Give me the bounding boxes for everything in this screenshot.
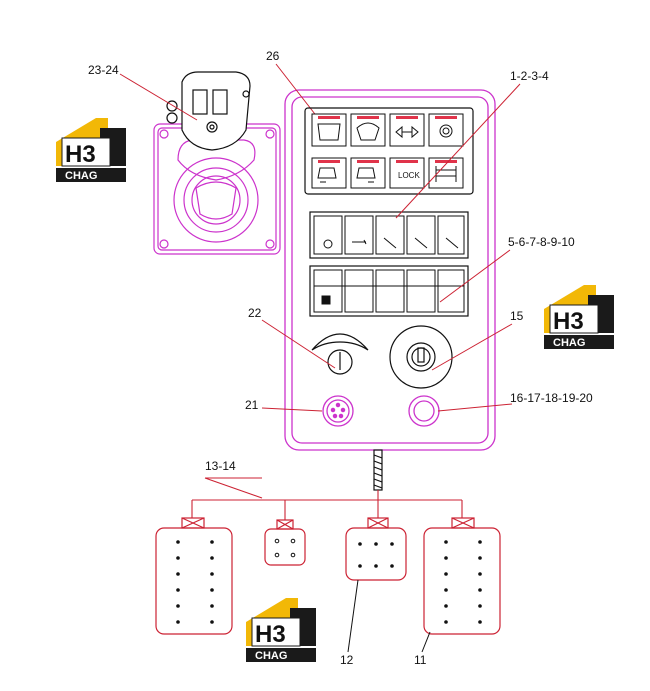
tool-icon-1 (383, 237, 397, 249)
svg-text:CHAG: CHAG (255, 650, 287, 662)
connector-small (264, 519, 306, 566)
label-joystick: 23-24 (88, 63, 119, 77)
label-mid-switches: 5-6-7-8-9-10 (508, 235, 575, 249)
svg-text:H3: H3 (65, 141, 96, 168)
connector-medium (345, 517, 407, 581)
label-connector-a: 12 (340, 653, 354, 667)
connector-pins (176, 540, 482, 624)
label-top-switches: 1-2-3-4 (510, 69, 549, 83)
svg-text:H3: H3 (255, 621, 286, 648)
wiper-rear-icon (356, 122, 380, 141)
leader-joystick (119, 73, 198, 121)
lock-key-label: LOCK (398, 171, 420, 180)
top-switch-frame (304, 107, 474, 195)
joystick-handle (166, 71, 251, 151)
tool-icon-3 (445, 237, 459, 249)
label-dial: 22 (248, 306, 262, 320)
seat-icon (321, 295, 331, 305)
brand-logo-right: H3 CHAG (544, 285, 614, 349)
leader-buttons (437, 403, 513, 412)
work-light-icon (352, 239, 367, 245)
connector-small-pins (274, 538, 296, 558)
ignition-switch (389, 325, 453, 389)
mid-switch-row-1 (313, 215, 465, 255)
leader-panel (275, 63, 319, 119)
svg-text:CHAG: CHAG (65, 170, 97, 182)
label-ignition: 15 (510, 309, 524, 323)
connector-left-large (155, 517, 233, 635)
label-harness: 13-14 (205, 459, 236, 473)
leader-dial (261, 319, 336, 369)
cable (373, 449, 383, 491)
horn-icon (323, 239, 333, 249)
tool-icon-2 (414, 237, 428, 249)
width-indicator-icon (435, 166, 457, 182)
push-button (408, 395, 440, 427)
svg-text:H3: H3 (553, 308, 584, 335)
brand-logo-bottom: H3 CHAG (246, 598, 316, 662)
label-connector-b: 11 (414, 653, 427, 667)
diagnostic-socket (322, 395, 354, 427)
leader-top-switches (395, 83, 521, 219)
label-socket: 21 (245, 398, 259, 412)
leader-mid-switches (439, 249, 511, 303)
beacon-icon (439, 124, 453, 138)
svg-text:CHAG: CHAG (553, 337, 585, 349)
connector-right-large (423, 517, 501, 635)
leader-connector-b (421, 631, 431, 653)
label-buttons: 16-17-18-19-20 (510, 391, 593, 405)
top-switch-row-1 (311, 113, 464, 189)
leader-socket (261, 407, 323, 412)
speed-dial (311, 333, 369, 375)
switch-indicator-leds (318, 116, 457, 163)
panel-outline (284, 89, 496, 451)
label-panel: 26 (266, 49, 280, 63)
brand-logo-left: H3 CHAG (56, 118, 126, 182)
wiring-harness (191, 477, 463, 520)
leader-connector-a (347, 579, 359, 653)
machine-left-icon (317, 167, 337, 183)
leader-ignition (431, 323, 513, 371)
mid-switch-row-2 (313, 269, 465, 313)
mid-switch-frame-1 (309, 211, 469, 259)
wiper-front-icon (317, 123, 341, 141)
mid-switch-frame-2 (309, 265, 469, 317)
arrows-left-right-icon (395, 125, 419, 139)
machine-right-icon (356, 167, 376, 183)
